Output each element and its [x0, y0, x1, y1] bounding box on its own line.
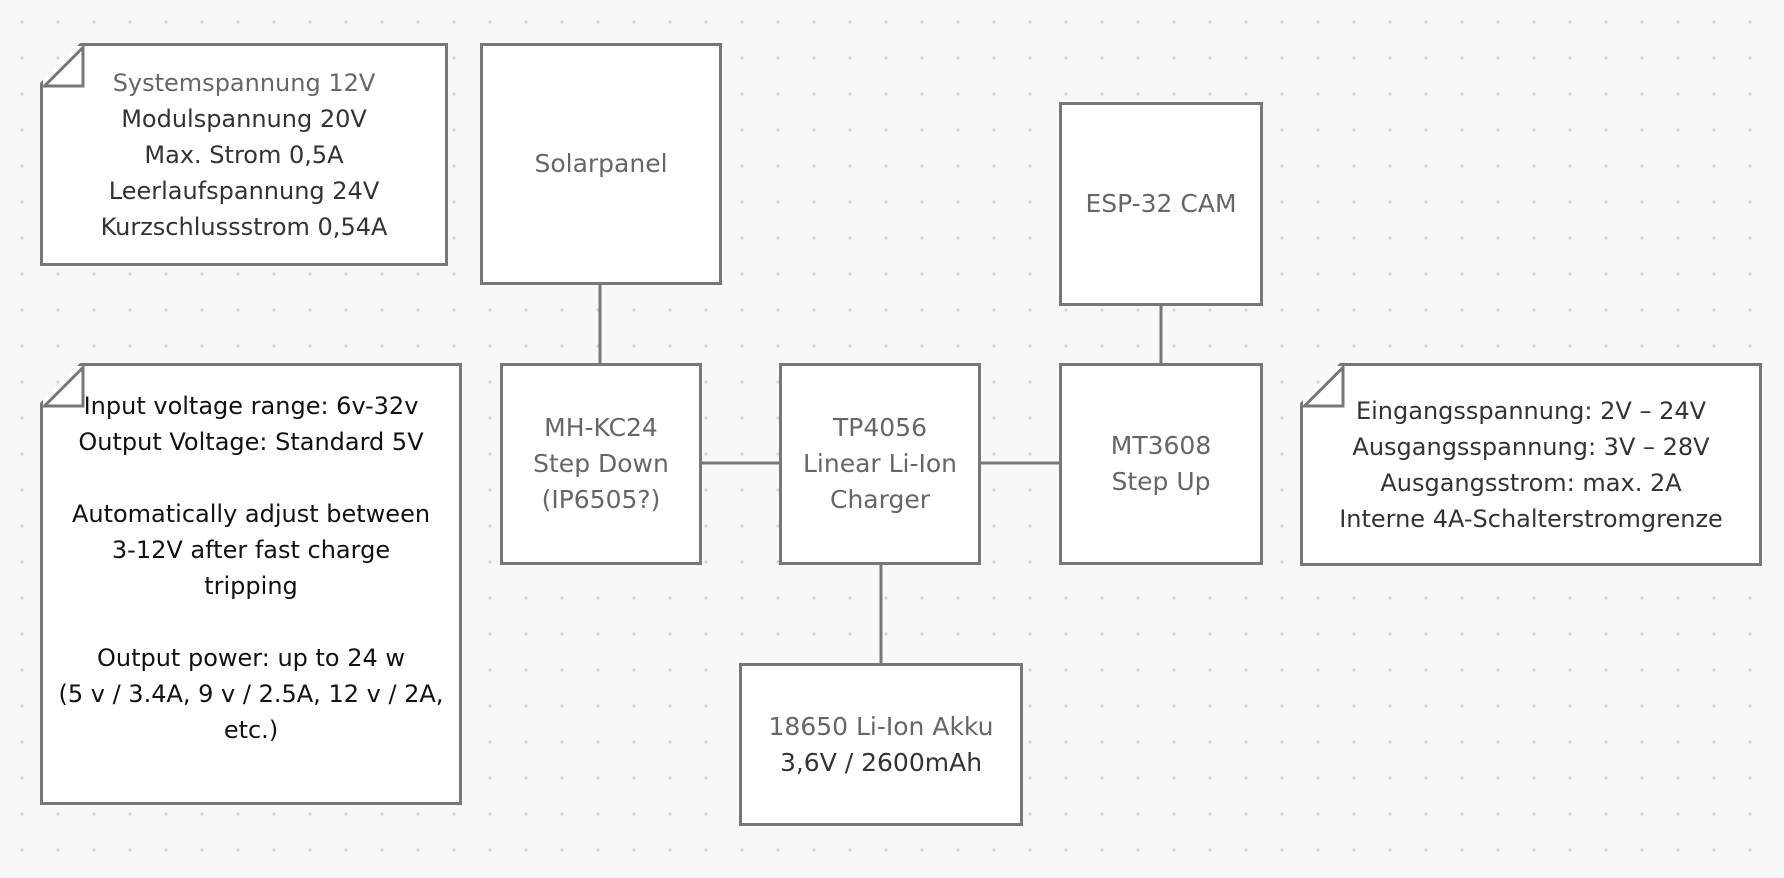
- block-label: Step Up: [1111, 467, 1211, 496]
- note-line: Ausgangsstrom: max. 2A: [1380, 468, 1682, 497]
- note-line: Modulspannung 20V: [121, 104, 367, 133]
- note-line: tripping: [204, 572, 298, 600]
- note-fold-icon: [1300, 363, 1345, 408]
- note-line: Interne 4A-Schalterstromgrenze: [1339, 504, 1723, 533]
- block-charger[interactable]: TP4056 Linear Li-Ion Charger: [779, 363, 981, 565]
- block-stepdown[interactable]: MH-KC24 Step Down (IP6505?): [500, 363, 702, 565]
- block-label: 18650 Li-Ion Akku: [768, 711, 994, 741]
- note-line: Output Voltage: Standard 5V: [78, 428, 424, 456]
- block-label: Linear Li-Ion: [802, 449, 958, 478]
- block-label: TP4056: [833, 413, 927, 442]
- note-line: etc.): [223, 716, 279, 744]
- block-label: MH-KC24: [544, 413, 658, 442]
- note-line: Output power: up to 24 w: [96, 644, 406, 672]
- block-solarpanel[interactable]: Solarpanel: [480, 43, 722, 285]
- block-label: ESP-32 CAM: [1085, 189, 1237, 218]
- note-solar-specs[interactable]: Systemspannung 12V Modulspannung 20V Max…: [40, 43, 448, 266]
- block-esp32-cam[interactable]: ESP-32 CAM: [1059, 102, 1263, 306]
- note-line: Ausgangsspannung: 3V – 28V: [1352, 432, 1710, 461]
- block-label: 3,6V / 2600mAh: [779, 747, 983, 777]
- note-fold-icon: [40, 43, 85, 88]
- note-line: Input voltage range: 6v-32v: [83, 392, 419, 420]
- note-fold-icon: [40, 363, 85, 408]
- note-line: Max. Strom 0,5A: [144, 140, 344, 169]
- block-label: Charger: [830, 485, 930, 514]
- note-line: Systemspannung 12V: [112, 68, 376, 97]
- note-line: Automatically adjust between: [71, 500, 431, 528]
- note-stepup-specs[interactable]: Eingangsspannung: 2V – 24V Ausgangsspann…: [1300, 363, 1762, 566]
- note-line: 3-12V after fast charge: [111, 536, 391, 564]
- block-label: MT3608: [1110, 431, 1212, 460]
- note-line: Kurzschlussstrom 0,54A: [100, 212, 388, 241]
- note-line: Leerlaufspannung 24V: [108, 176, 380, 205]
- block-label: Step Down: [533, 449, 669, 478]
- block-label: Solarpanel: [534, 149, 668, 178]
- block-label: (IP6505?): [541, 485, 661, 514]
- note-line: Eingangsspannung: 2V – 24V: [1355, 396, 1707, 425]
- block-battery[interactable]: 18650 Li-Ion Akku 3,6V / 2600mAh: [739, 663, 1023, 826]
- note-stepdown-specs[interactable]: Input voltage range: 6v-32v Output Volta…: [40, 363, 462, 805]
- note-line: (5 v / 3.4A, 9 v / 2.5A, 12 v / 2A,: [58, 680, 444, 708]
- block-stepup[interactable]: MT3608 Step Up: [1059, 363, 1263, 565]
